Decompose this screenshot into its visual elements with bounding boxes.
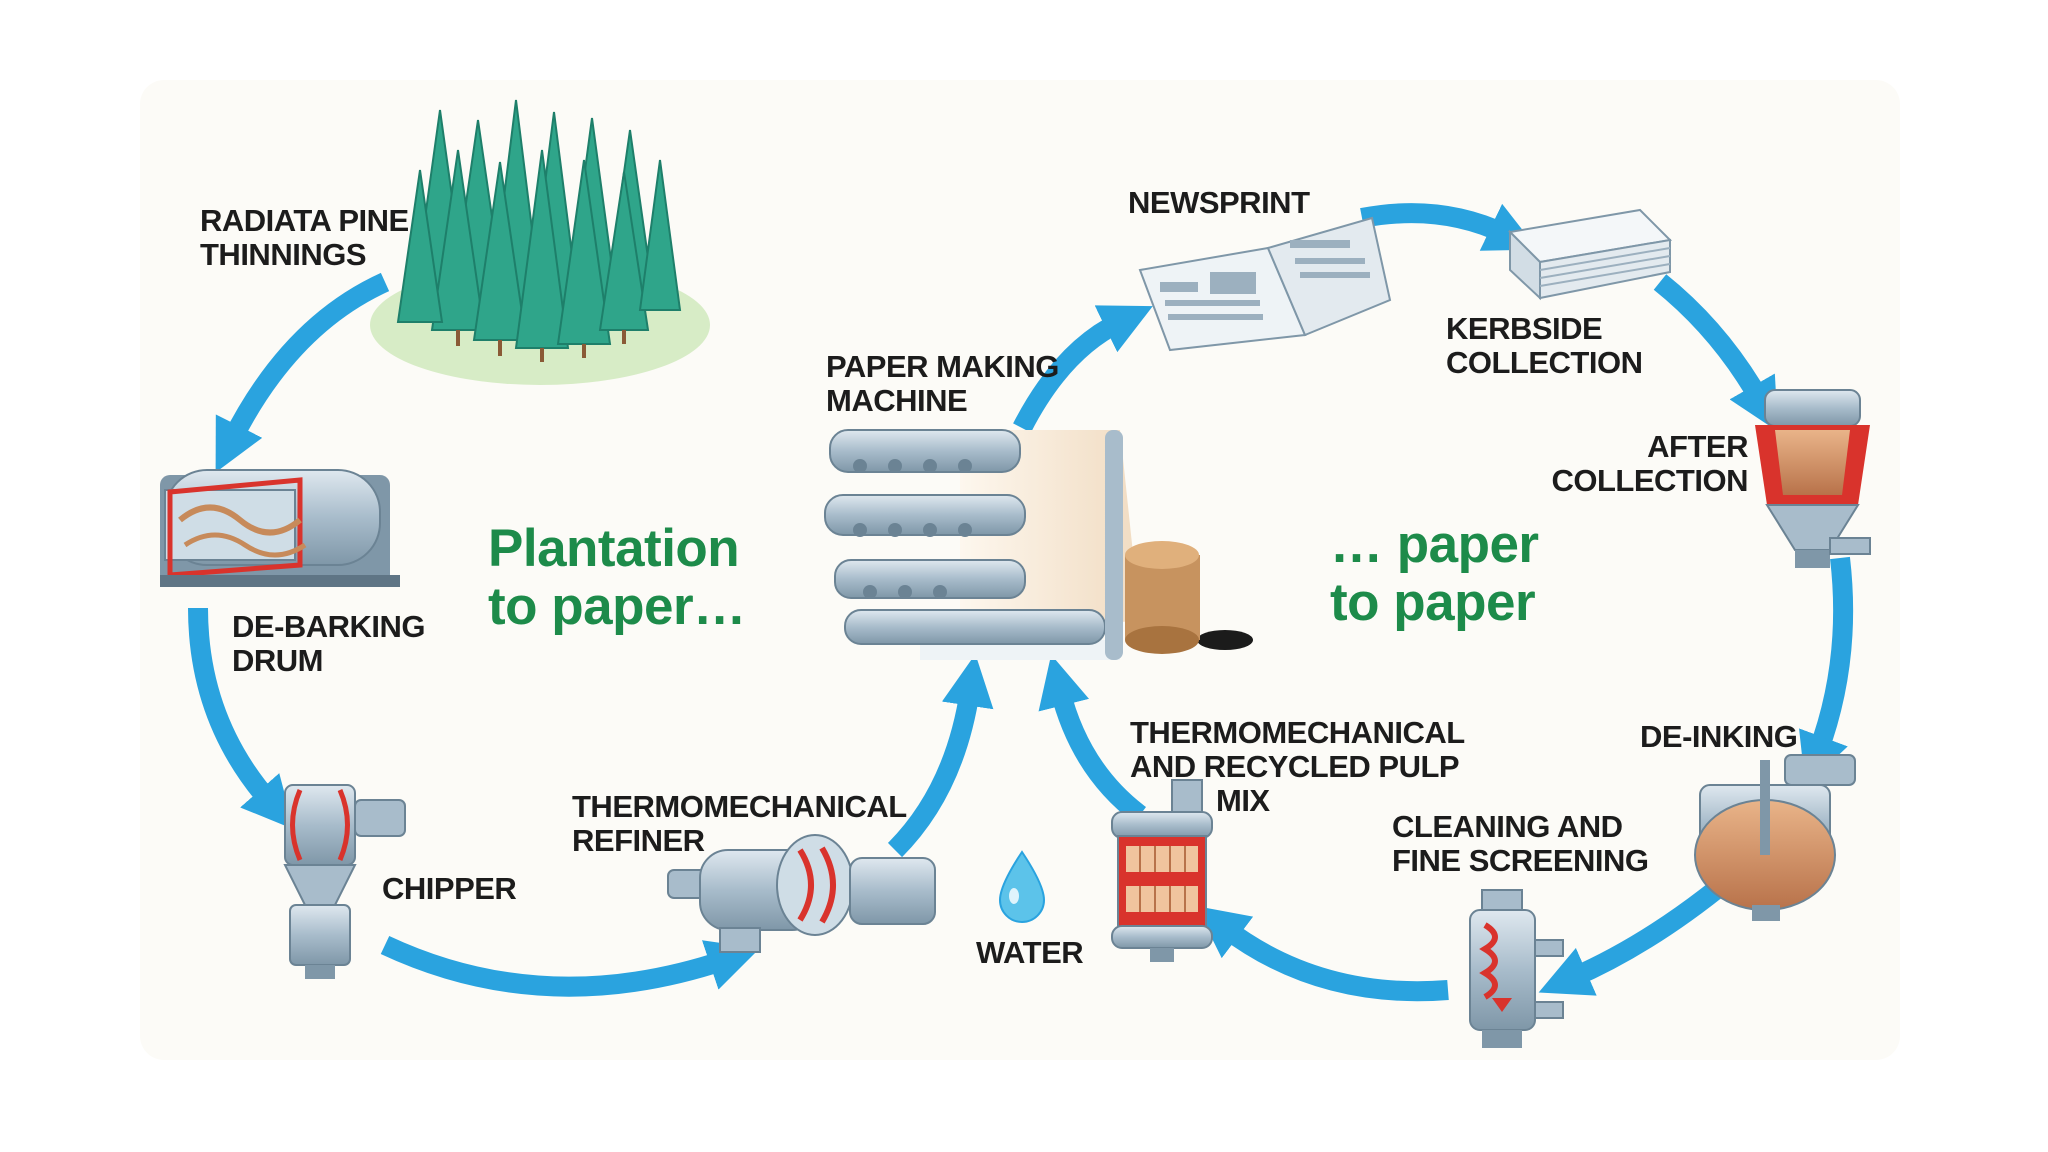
arrow-machine-to-newsprint [1013,305,1153,433]
title-paper-to-paper: … paper to paper [1330,516,1539,632]
label-pulp-mix: THERMOMECHANICAL AND RECYCLED PULP MIX [1130,715,1465,818]
label-newsprint: NEWSPRINT [1128,185,1310,220]
cleaning-screen-icon [1469,889,1564,1048]
label-chipper: CHIPPER [382,871,517,906]
water-drop-icon [998,850,1046,923]
arrow-kerbside-to-after-collection [1653,274,1779,432]
newspaper-icon [1138,216,1392,352]
arrow-debarking-to-chipper [188,607,295,830]
arrow-newsprint-to-kerbside [1360,203,1538,251]
label-de-inking: DE-INKING [1640,719,1798,754]
chipper-icon [283,784,406,979]
label-paper-making-machine: PAPER MAKING MACHINE [826,349,1059,418]
label-water: WATER [976,935,1084,970]
label-thermomechanical-refiner: THERMOMECHANICAL REFINER [572,789,907,858]
title-right-line1: … paper [1330,515,1539,574]
deinking-tank-icon [1694,754,1856,921]
title-left-line1: Plantation [488,519,740,578]
refiner-icon [667,834,936,953]
pulp-mix-tank-icon [1111,779,1213,962]
collection-vat-icon [1755,389,1871,568]
title-left-line2: to paper… [488,577,746,636]
arrow-pine-to-debarking [215,272,390,473]
arrow-after-collection-to-deinking [1799,556,1854,787]
label-after-collection: AFTER COLLECTION [1551,429,1749,498]
label-cleaning-fine-screening: CLEANING AND FINE SCREENING [1392,809,1649,878]
label-radiata-pine: RADIATA PINE THINNINGS [200,203,409,272]
paper-machine-icon [824,429,1253,660]
arrow-refiner-to-machine [887,654,994,858]
arrow-pulp-mix-to-machine [1038,654,1147,823]
paper-stack-icon [1507,208,1673,301]
title-right-line2: to paper [1330,573,1536,632]
title-plantation-to-paper: Plantation to paper… [488,520,746,636]
pine-forest-icon [370,99,710,385]
debarking-drum-icon [160,469,400,587]
flow-arrows [188,203,1854,1002]
arrow-cleaning-to-pulp-mix [1195,906,1449,1002]
label-debarking-drum: DE-BARKING DRUM [232,609,426,678]
arrow-deinking-to-cleaning [1538,872,1735,996]
arrow-chipper-to-refiner [380,935,760,997]
label-kerbside-collection: KERBSIDE COLLECTION [1446,311,1643,380]
